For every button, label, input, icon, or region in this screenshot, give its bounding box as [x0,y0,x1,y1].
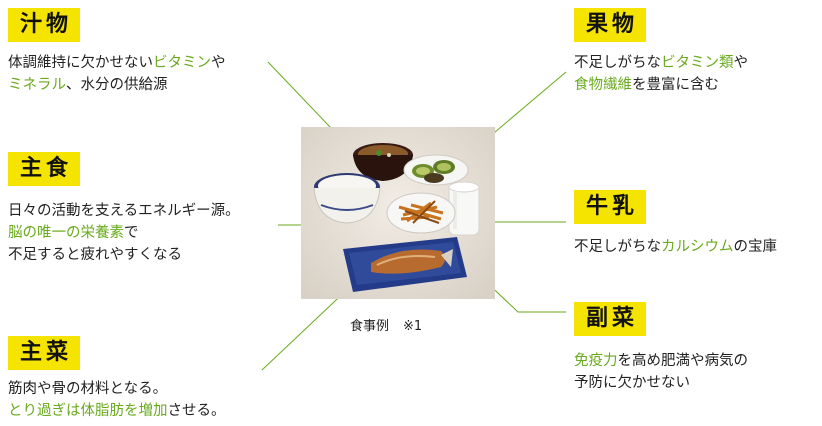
side-dish-description: 免疫力を高め肥満や病気の 予防に欠かせない [574,350,748,394]
photo-caption: 食事例 ※1 [350,315,422,334]
fish-plate [343,237,467,292]
highlight-text: 食物繊維 [574,77,632,93]
highlight-text: 免疫力 [574,353,618,369]
highlight-text: ビタミン [153,55,211,71]
staple-label: 主食 [8,152,81,186]
body-text: 、水分の供給源 [66,77,168,93]
body-text: や [733,55,749,71]
main-dish-description: 筋肉や骨の材料となる。 とり過ぎは体脂肪を増加させる。 [8,378,226,422]
body-text: の宝庫 [733,239,778,255]
kiwi-plate [403,154,469,186]
caption-text: 食事例 [350,319,390,334]
body-text: させる。 [167,403,226,419]
body-text: 不足しがちな [574,239,661,255]
body-text: を豊富に含む [632,77,719,93]
milk-description: 不足しがちなカルシウムの宝庫 [574,236,777,258]
body-text: 体調維持に欠かせない [8,55,153,71]
body-text: 不足すると疲れやすくなる [8,247,182,263]
staple-description: 日々の活動を支えるエネルギー源。 脳の唯一の栄養素で 不足すると疲れやすくなる [8,200,240,266]
rice-bowl [313,173,381,224]
highlight-text: カルシウム [661,239,734,255]
soup-label: 汁物 [8,8,81,42]
caption-note: ※1 [403,319,423,334]
fruit-label: 果物 [574,8,647,42]
highlight-text: ミネラル [8,77,66,93]
body-text: 日々の活動を支えるエネルギー源。 [8,203,240,219]
body-text: 不足しがちな [574,55,661,71]
main-dish-label: 主菜 [8,336,81,370]
body-text: や [211,55,226,71]
highlight-text: ビタミン類 [661,55,734,71]
side-dish-plate [386,192,456,234]
meal-photo [301,127,495,299]
highlight-text: とり過ぎは体脂肪を増加 [8,403,168,419]
body-text: 予防に欠かせない [574,375,690,391]
highlight-text: 脳の唯一の栄養素 [8,225,124,241]
miso-soup-bowl [353,143,413,181]
soup-description: 体調維持に欠かせないビタミンや ミネラル、水分の供給源 [8,52,226,96]
body-text: で [124,225,139,241]
milk-label: 牛乳 [574,190,647,224]
body-text: 筋肉や骨の材料となる。 [8,381,168,397]
main-dish-connector [261,284,353,371]
fruit-description: 不足しがちなビタミン類や 食物繊維を豊富に含む [574,52,748,96]
body-text: を高め肥満や病気の [617,353,749,369]
side-dish-label: 副菜 [574,302,647,336]
